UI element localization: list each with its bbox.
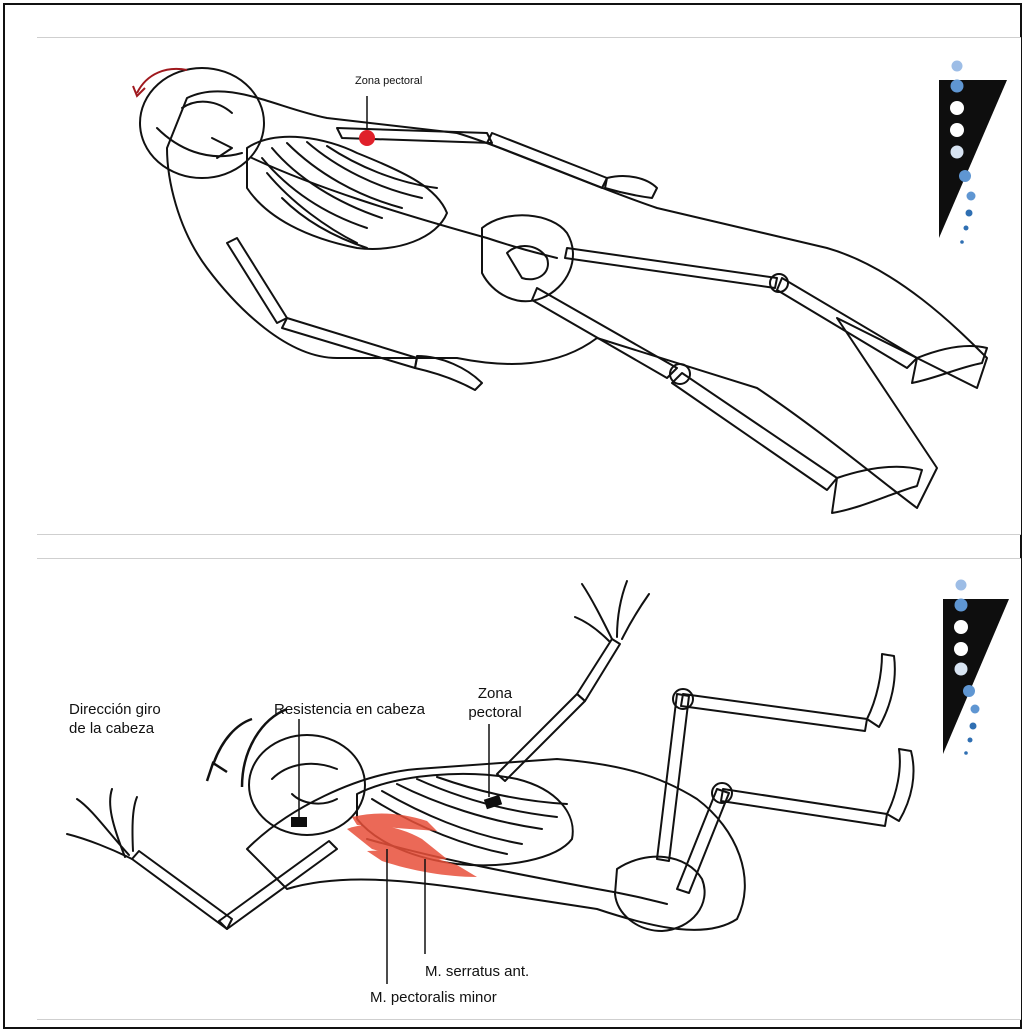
thigh-lower [532,288,677,378]
top-panel: Zona pectoral [37,37,1021,535]
label-zona-pectoral-top: Zona pectoral [355,72,422,90]
rotated-skeleton-illustration [37,559,1021,1019]
label-zona-line1: Zona [465,685,525,703]
shin-upper [681,694,867,731]
intensity-scale-icon [939,61,1007,244]
shin-lower [721,789,887,826]
thigh-upper [565,248,777,288]
muscle-highlight [347,814,477,877]
label-serratus: M. serratus ant. [425,963,529,981]
hand-left [67,789,137,859]
pelvis [482,215,573,301]
label-resistencia: Resistencia en cabeza [274,701,425,719]
foot-upper [867,654,895,727]
label-pectoralis: M. pectoralis minor [370,989,497,1007]
upper-arm-left [227,238,287,323]
forearm-left [132,851,232,929]
pelvis [615,857,705,931]
foot-upper [912,346,987,383]
label-zona-line2: pectoral [453,704,537,722]
foot-lower [887,749,914,821]
supine-skeleton-illustration [37,38,1021,534]
forearm-right [577,639,620,701]
label-direccion-line2: de la cabeza [69,720,154,738]
upper-arm-left [219,841,337,929]
foot-lower [832,467,922,513]
body-silhouette [167,91,987,508]
intensity-scale-icon [943,580,1009,755]
rib-cage [247,137,447,249]
forearm-right [487,133,607,188]
figure-frame: Zona pectoral [3,3,1022,1029]
hand-right [575,581,649,641]
label-direccion-line1: Dirección giro [69,701,161,719]
bottom-panel: Dirección giro de la cabeza Resistencia … [37,558,1021,1020]
hand-right [605,176,657,198]
pectoral-dot [359,130,375,146]
forearm-left [282,318,417,368]
shin-lower [672,373,837,490]
thigh-upper [657,694,689,861]
skull [140,68,264,178]
resistance-marker [291,817,307,827]
